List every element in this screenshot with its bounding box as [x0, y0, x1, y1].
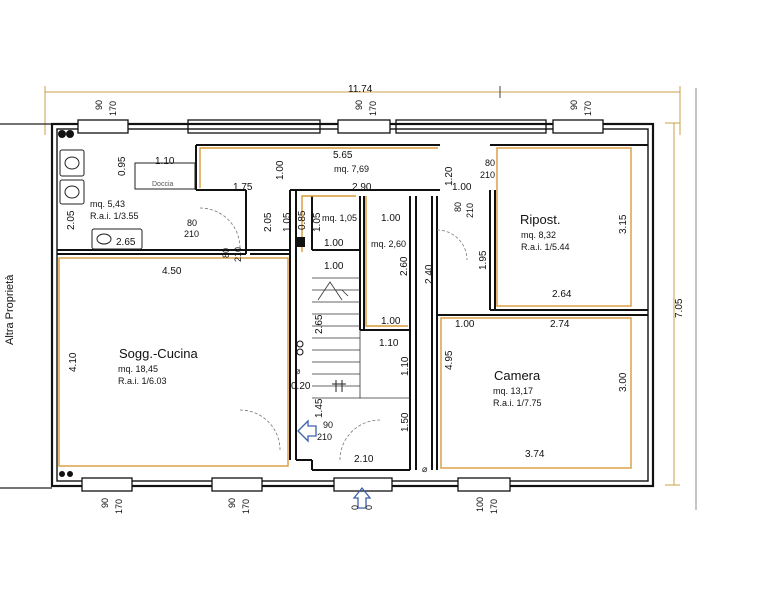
bottom-windows	[81, 477, 511, 492]
storage-door-height: 210	[465, 203, 475, 218]
wc-dim-100: 1.00	[324, 238, 344, 249]
door-swings	[199, 207, 468, 461]
stair-dim-145: 1.45	[314, 398, 325, 418]
bath-dim-205: 2.05	[66, 210, 77, 230]
no-entry-icon: ⌀	[295, 366, 301, 376]
entrance-width-label: 0	[350, 505, 360, 510]
bedroom-dim-100: 1.00	[455, 319, 475, 330]
shower-label: Doccia	[152, 181, 174, 188]
stair-dim-020: 0.20	[291, 381, 311, 392]
living-rai: R.a.i. 1/6.03	[118, 376, 167, 386]
staircase	[312, 277, 410, 399]
closet-dim-100-top: 1.00	[381, 213, 401, 224]
bedroom-dim-374: 3.74	[525, 449, 545, 460]
living-dim-450: 4.50	[162, 266, 182, 277]
room-outlines	[58, 147, 632, 469]
window-height-label: 170	[583, 101, 593, 116]
corridor-door-height: 210	[480, 170, 495, 180]
neighbour-property-label: Altra Proprietà	[4, 274, 16, 345]
corridor-dim-120: 1.20	[444, 166, 455, 186]
storage-dim-264: 2.64	[552, 289, 572, 300]
overall-dimensions	[44, 86, 681, 486]
closet-dim-240: 2.40	[424, 264, 435, 284]
stair-dim-150: 1.50	[400, 412, 411, 432]
bedroom-rai: R.a.i. 1/7.75	[493, 398, 542, 408]
window-labels: 90 170 90 170 90 170 90 170 90 170 100 1…	[94, 100, 593, 514]
storage-name: Ripost.	[520, 212, 560, 227]
total-depth-dimension: 7.05	[674, 298, 685, 318]
bath-rai: R.a.i. 1/3.55	[90, 211, 139, 221]
living-door-width: 80	[221, 248, 231, 258]
corridor-door-width: 80	[485, 158, 495, 168]
living-door-height: 210	[233, 247, 243, 262]
bath-dim-095: 0.95	[117, 156, 128, 176]
corridor-dim-565: 5.65	[333, 150, 353, 161]
interior-walls	[57, 144, 648, 471]
window-width-label: 100	[475, 497, 485, 512]
outlet-icon	[296, 340, 304, 348]
bath-dim-110: 1.10	[155, 156, 175, 167]
corridor-dim-175: 1.75	[233, 182, 253, 193]
bedroom-dim-274: 2.74	[550, 319, 570, 330]
bedroom-area: mq. 13,17	[493, 386, 533, 396]
outlet-icon	[296, 348, 304, 356]
no-entry-icon: ⌀	[422, 464, 428, 474]
bath-area: mq. 5,43	[90, 199, 125, 209]
top-windows	[77, 119, 604, 134]
corridor-dim-100: 1.00	[452, 182, 472, 193]
window-height-label: 170	[241, 499, 251, 514]
corridor-dim-290: 2.90	[352, 182, 372, 193]
window-height-label: 170	[368, 101, 378, 116]
bedroom-dim-300: 3.00	[618, 372, 629, 392]
window-width-label: 90	[569, 100, 579, 110]
entrance-arrow-icon	[297, 419, 372, 509]
window-width-label: 90	[354, 100, 364, 110]
storage-dim-315: 3.15	[618, 214, 629, 234]
living-area: mq. 18,45	[118, 364, 158, 374]
window-height-label: 170	[114, 499, 124, 514]
corridor-dim-205: 2.05	[263, 212, 274, 232]
entrance-door-width: 90	[323, 420, 333, 430]
living-name: Sogg.-Cucina	[119, 346, 199, 361]
window-height-label: 170	[489, 499, 499, 514]
storage-dim-195: 1.95	[478, 250, 489, 270]
wc-dim-105-b: 1.05	[312, 212, 323, 232]
entrance-door-height: 210	[317, 432, 332, 442]
window-height-label: 170	[108, 101, 118, 116]
bedroom-dim-495: 4.95	[444, 350, 455, 370]
window-width-label: 90	[94, 100, 104, 110]
stair-dim-100: 1.00	[324, 261, 344, 272]
wall-pillars	[58, 130, 74, 477]
corridor-dim-100-vertical: 1.00	[275, 160, 286, 180]
bath-dim-265: 2.65	[116, 237, 136, 248]
wc-vent-icon	[296, 237, 305, 247]
storage-rai: R.a.i. 1/5.44	[521, 242, 570, 252]
storage-door-width: 80	[453, 202, 463, 212]
bathroom-fixtures	[59, 149, 196, 250]
bath-door-height: 210	[184, 229, 199, 239]
living-dim-410: 4.10	[68, 352, 79, 372]
stair-dim-110-vertical: 1.10	[400, 356, 411, 376]
closet-dim-260: 2.60	[399, 256, 410, 276]
bath-door-width: 80	[187, 218, 197, 228]
total-width-dimension: 11.74	[348, 84, 373, 95]
closet-area: mq. 2,60	[371, 239, 406, 249]
stair-dim-210: 2.10	[354, 454, 374, 465]
storage-area: mq. 8,32	[521, 230, 556, 240]
wc-area: mq. 1,05	[322, 213, 357, 223]
corridor-area: mq. 7,69	[334, 164, 369, 174]
stair-landing-mark	[332, 380, 346, 392]
stair-dim-110: 1.10	[379, 338, 399, 349]
entrance-height-label: 0	[364, 505, 374, 510]
closet-dim-100-bottom: 1.00	[381, 316, 401, 327]
window-width-label: 90	[100, 498, 110, 508]
bedroom-name: Camera	[494, 368, 541, 383]
wc-dim-085: 0.85	[297, 210, 308, 230]
neighbour-boundary	[0, 123, 52, 489]
window-width-label: 90	[227, 498, 237, 508]
stair-dim-265: 2.65	[314, 314, 325, 334]
wc-dim-105: 1.05	[282, 212, 293, 232]
